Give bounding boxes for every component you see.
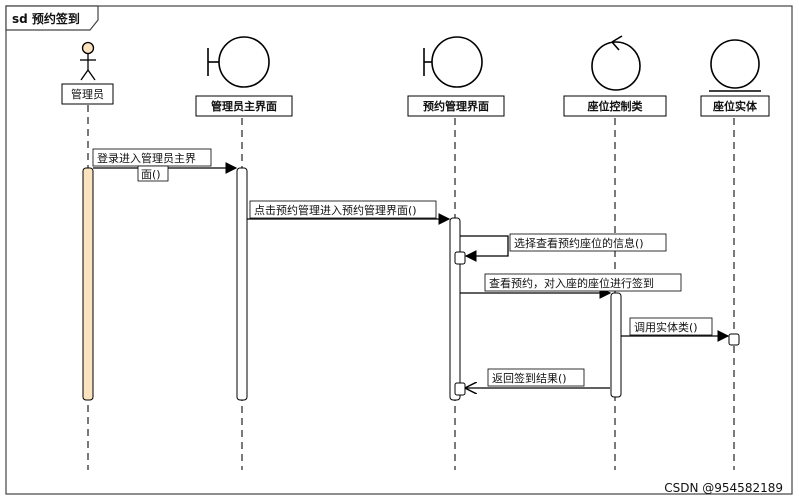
sequence-frame: sd 预约签到 [5, 5, 793, 495]
lifeline-head-seat-entity[interactable]: 座位实体 [700, 39, 770, 117]
actor-stick-figure-icon [80, 41, 96, 81]
message-return-result-label: 返回签到结果() [492, 371, 567, 385]
message-open-reservation-ui[interactable]: 点击预约管理进入预约管理界面() [247, 200, 451, 225]
message-login-label-line1: 登录进入管理员主界 [97, 151, 196, 165]
activation-reservation-ui [449, 217, 461, 401]
message-check-in[interactable]: 查看预约，对入座的座位进行签到 [460, 273, 682, 299]
activation-reservation-ui-nested-1 [454, 251, 466, 265]
message-return-result[interactable]: 返回签到结果() [466, 368, 610, 388]
message-call-entity[interactable]: 调用实体类() [621, 317, 730, 342]
message-login[interactable]: 登录进入管理员主界 面() [92, 148, 238, 182]
message-login-label-line2: 面() [141, 168, 161, 181]
message-view-reservation-info-label: 选择查看预约座位的信息() [514, 236, 644, 250]
boundary-icon [207, 36, 270, 88]
activation-seat-entity [728, 333, 740, 346]
message-call-entity-label: 调用实体类() [634, 320, 698, 334]
lifeline-head-admin-main-ui[interactable]: 管理员主界面 [195, 36, 293, 117]
lifeline-label-reservation-ui: 预约管理界面 [423, 99, 489, 113]
activation-seat-control [610, 292, 622, 398]
activation-bars [82, 167, 740, 401]
lifeline-label-admin-main-ui: 管理员主界面 [211, 99, 277, 113]
activation-admin-main-ui [236, 167, 248, 401]
lifeline-label-admin: 管理员 [71, 87, 104, 101]
lifeline-head-reservation-ui[interactable]: 预约管理界面 [407, 36, 505, 117]
message-check-in-label: 查看预约，对入座的座位进行签到 [489, 276, 654, 290]
frame-title: sd 预约签到 [12, 11, 80, 26]
lifeline-head-admin[interactable]: 管理员 [61, 41, 114, 105]
entity-icon [709, 39, 761, 92]
message-open-reservation-ui-label: 点击预约管理进入预约管理界面() [254, 203, 417, 217]
activation-admin [82, 167, 94, 401]
boundary-icon [423, 36, 483, 88]
lifeline-label-seat-entity: 座位实体 [712, 99, 758, 113]
lifeline-head-seat-control[interactable]: 座位控制类 [563, 35, 667, 117]
lifeline-label-seat-control: 座位控制类 [587, 99, 644, 113]
activation-reservation-ui-nested-2 [454, 382, 466, 396]
watermark: CSDN @954582189 [664, 481, 783, 495]
control-icon [591, 35, 641, 91]
message-view-reservation-info[interactable]: 选择查看预约座位的信息() [460, 233, 667, 262]
